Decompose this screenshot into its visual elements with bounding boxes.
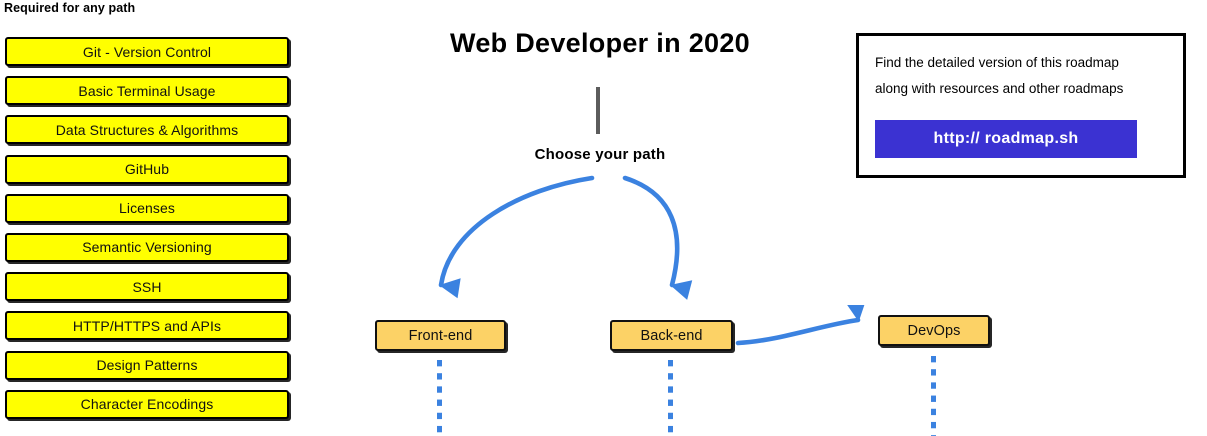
required-topic-label: Data Structures & Algorithms bbox=[55, 121, 239, 138]
required-topic-label: Licenses bbox=[118, 200, 176, 217]
dotted-trail-front-end bbox=[437, 360, 442, 436]
backend-to-devops-arrow bbox=[735, 305, 866, 346]
roadmap-info-box: Find the detailed version of this roadma… bbox=[856, 33, 1186, 178]
info-text-line-1: Find the detailed version of this roadma… bbox=[875, 55, 1119, 70]
required-topic-item[interactable]: SSH bbox=[5, 272, 289, 302]
required-topic-item[interactable]: Git - Version Control bbox=[5, 37, 289, 66]
required-topic-label: Design Patterns bbox=[96, 357, 198, 373]
required-topic-item[interactable]: Character Encodings bbox=[5, 389, 289, 419]
required-topic-list: Git - Version Control Basic Terminal Usa… bbox=[0, 37, 300, 429]
required-topic-item[interactable]: HTTP/HTTPS and APIs bbox=[5, 311, 289, 341]
roadmap-link-button[interactable]: http:// roadmap.sh bbox=[875, 120, 1137, 158]
required-for-any-path-section: Required for any path Git - Version Cont… bbox=[0, 0, 300, 436]
required-topic-label: GitHub bbox=[124, 161, 170, 178]
info-text-line-2: along with resources and other roadmaps bbox=[875, 81, 1124, 96]
path-box-label: Back-end bbox=[640, 327, 703, 344]
branch-arrow-left bbox=[438, 175, 595, 299]
required-topic-label: Basic Terminal Usage bbox=[78, 82, 216, 99]
page-title: Web Developer in 2020 bbox=[450, 28, 750, 58]
required-topic-item[interactable]: Licenses bbox=[5, 193, 289, 223]
dotted-trail-back-end bbox=[668, 360, 673, 436]
required-topic-item[interactable]: Data Structures & Algorithms bbox=[5, 115, 289, 145]
required-topic-item[interactable]: Basic Terminal Usage bbox=[5, 76, 289, 106]
backend-to-devops-arrow-group bbox=[735, 305, 866, 346]
path-box-front-end[interactable]: Front-end bbox=[375, 320, 506, 351]
required-section-heading: Required for any path bbox=[4, 1, 136, 15]
path-box-back-end[interactable]: Back-end bbox=[610, 320, 733, 351]
roadmap-link-label: http:// roadmap.sh bbox=[933, 130, 1079, 147]
branch-arrows-group bbox=[438, 175, 693, 300]
required-topic-item[interactable]: Semantic Versioning bbox=[5, 232, 289, 262]
required-topic-label: Git - Version Control bbox=[82, 43, 212, 60]
required-topic-label: SSH bbox=[132, 278, 162, 295]
path-box-label: DevOps bbox=[907, 322, 961, 339]
required-topic-label: Character Encodings bbox=[80, 396, 214, 413]
required-topic-label: HTTP/HTTPS and APIs bbox=[72, 317, 222, 334]
required-topic-label: Semantic Versioning bbox=[82, 239, 212, 256]
choose-your-path-label: Choose your path bbox=[534, 146, 666, 163]
branch-arrow-right bbox=[622, 175, 693, 300]
title-stem-line bbox=[596, 87, 600, 134]
dotted-trail-devops bbox=[931, 356, 936, 436]
path-box-devops[interactable]: DevOps bbox=[878, 315, 990, 346]
required-topic-item[interactable]: GitHub bbox=[5, 154, 289, 184]
path-box-label: Front-end bbox=[408, 327, 473, 344]
required-topic-item[interactable]: Design Patterns bbox=[5, 350, 289, 380]
